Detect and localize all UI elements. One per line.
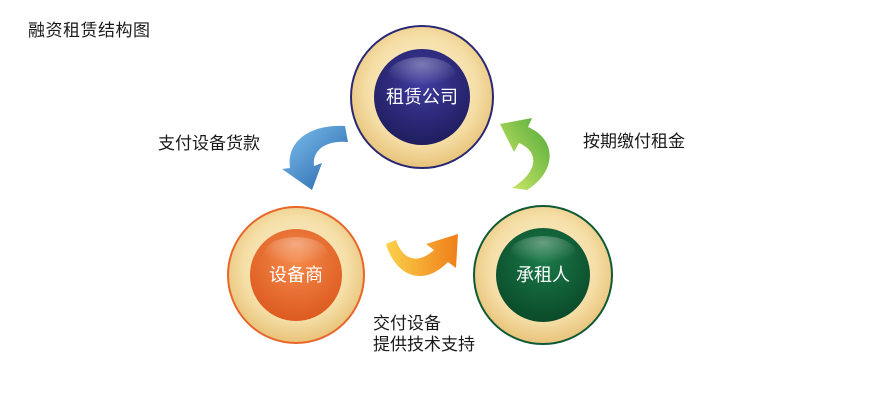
arrow-rent-payment-shape — [500, 118, 550, 190]
flow-label-delivery-line1: 交付设备 — [373, 314, 441, 334]
flow-label-delivery: 交付设备 提供技术支持 — [373, 314, 475, 356]
node-lessor-label: 租赁公司 — [386, 87, 458, 108]
node-lessor-gloss — [388, 57, 456, 93]
flow-label-payment-to-supplier: 支付设备货款 — [158, 134, 260, 154]
node-lessee-gloss — [510, 236, 576, 270]
node-supplier-label: 设备商 — [269, 265, 323, 286]
arrow-payment-to-supplier — [282, 125, 348, 190]
diagram-title: 融资租赁结构图 — [28, 21, 151, 41]
arrow-delivery — [386, 234, 458, 277]
node-supplier-gloss — [264, 237, 328, 271]
arrow-payment-to-supplier-shape — [282, 125, 348, 190]
flow-label-delivery-line2: 提供技术支持 — [373, 335, 475, 355]
node-lessor: 租赁公司 — [350, 25, 494, 169]
node-lessee: 承租人 — [473, 205, 613, 345]
arrow-delivery-shape — [386, 234, 458, 277]
node-supplier: 设备商 — [227, 206, 365, 344]
node-lessee-label: 承租人 — [516, 265, 570, 286]
arrow-rent-payment — [500, 118, 550, 190]
flow-label-rent-payment: 按期缴付租金 — [583, 132, 685, 152]
